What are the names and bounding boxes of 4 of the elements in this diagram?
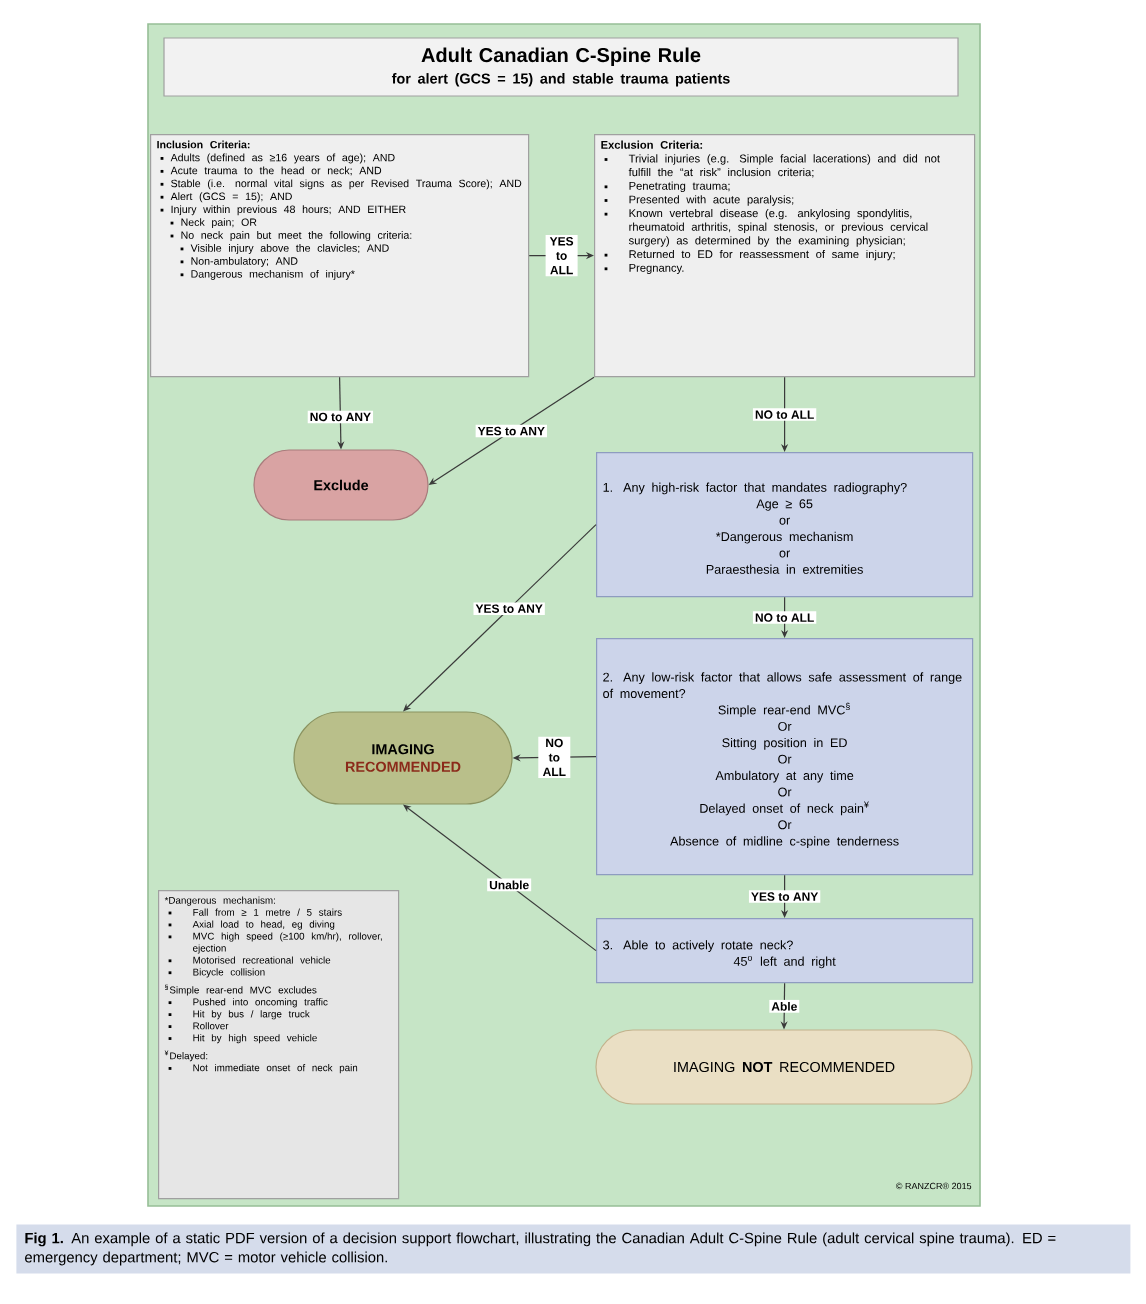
arrow (403, 804, 597, 952)
arrow (781, 596, 789, 638)
arrow (781, 874, 789, 918)
arrow (781, 376, 789, 452)
